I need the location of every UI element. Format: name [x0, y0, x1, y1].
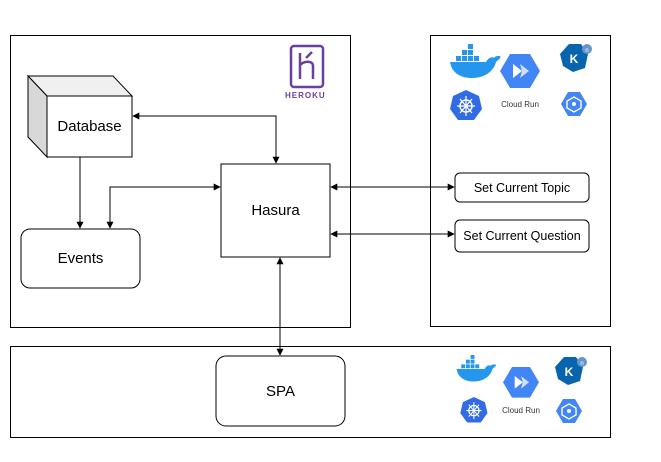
events-node — [20, 228, 141, 289]
gke-icon — [556, 399, 582, 423]
docker-icon — [456, 355, 496, 382]
set-current-question-node — [454, 219, 590, 253]
cloud-run-caption: Cloud Run — [502, 406, 540, 415]
cloud-run-icon — [500, 54, 540, 88]
kubernetes-icon — [460, 397, 488, 423]
svg-text:K: K — [570, 52, 579, 66]
cloud-run-caption: Cloud Run — [501, 100, 539, 109]
svg-text:K: K — [565, 365, 574, 379]
edge-database-hasura — [132, 112, 280, 164]
spa-node — [215, 355, 346, 427]
cloud-run-icon — [503, 367, 539, 398]
heroku-logo-icon — [289, 44, 325, 89]
knative-icon: K n — [560, 44, 592, 72]
set-current-topic-node — [454, 172, 590, 203]
heroku-wordmark: HEROKU — [285, 91, 326, 100]
kubernetes-icon — [450, 90, 482, 120]
knative-icon: K n — [555, 357, 587, 385]
svg-text:n: n — [580, 361, 583, 367]
gke-icon — [561, 92, 587, 116]
hasura-node — [220, 163, 331, 258]
docker-icon — [450, 44, 501, 78]
edge-events-hasura — [106, 183, 221, 229]
database-node — [26, 74, 134, 159]
svg-text:n: n — [585, 48, 588, 54]
